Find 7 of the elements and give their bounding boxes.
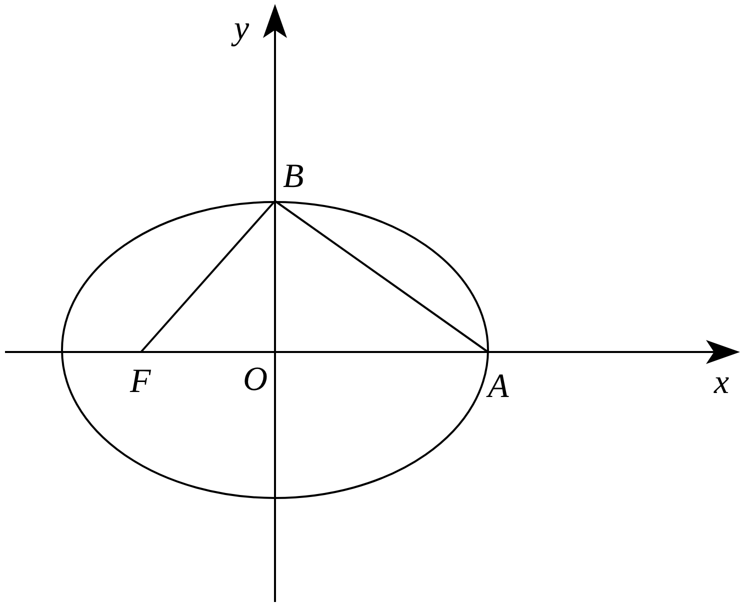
point-label: O (241, 363, 270, 397)
point-label: F (128, 365, 153, 399)
line-segment (140, 200, 276, 353)
line-segment (274, 200, 489, 353)
axis-label: x (714, 366, 730, 400)
point-label: B (281, 160, 306, 194)
point-label: A (486, 370, 511, 404)
